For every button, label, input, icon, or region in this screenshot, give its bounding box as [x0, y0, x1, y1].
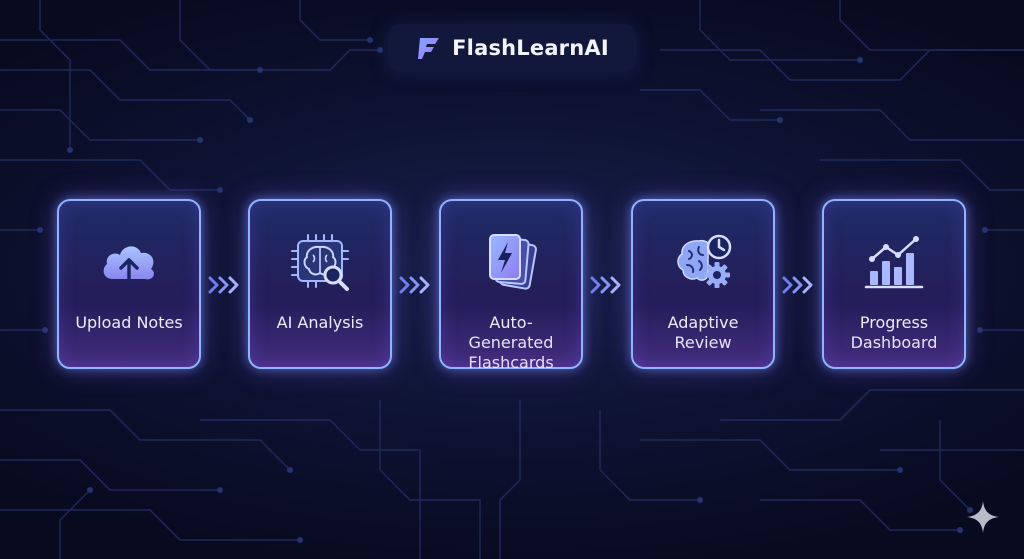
sparkle-icon — [967, 501, 999, 533]
triple-chevron-right-icon — [207, 274, 243, 296]
step-label: Adaptive Review — [667, 313, 739, 352]
step-progress-dashboard: Progress Dashboard — [822, 199, 966, 369]
step-auto-generated-flashcards: Auto-Generated Flashcards — [439, 199, 583, 372]
brand-name: FlashLearnAI — [452, 36, 609, 60]
brain-clock-gear-icon — [669, 229, 737, 297]
step-adaptive-review: Adaptive Review — [631, 199, 775, 369]
ai-brain-chip-icon — [286, 229, 354, 297]
flashcards-lightning-icon — [477, 229, 545, 297]
flash-logo-icon — [418, 38, 440, 59]
triple-chevron-right-icon — [589, 274, 625, 296]
step-label: Upload Notes — [75, 313, 183, 332]
step-label: Auto-Generated Flashcards — [468, 313, 554, 372]
step-label: Progress Dashboard — [850, 313, 938, 352]
cloud-upload-icon — [95, 229, 163, 297]
step-label: AI Analysis — [276, 313, 364, 332]
progress-chart-icon — [860, 229, 928, 297]
step-upload-notes: Upload Notes — [57, 199, 201, 369]
step-ai-analysis: AI Analysis — [248, 199, 392, 369]
brand-header: FlashLearnAI — [388, 24, 636, 72]
triple-chevron-right-icon — [781, 274, 817, 296]
triple-chevron-right-icon — [398, 274, 434, 296]
